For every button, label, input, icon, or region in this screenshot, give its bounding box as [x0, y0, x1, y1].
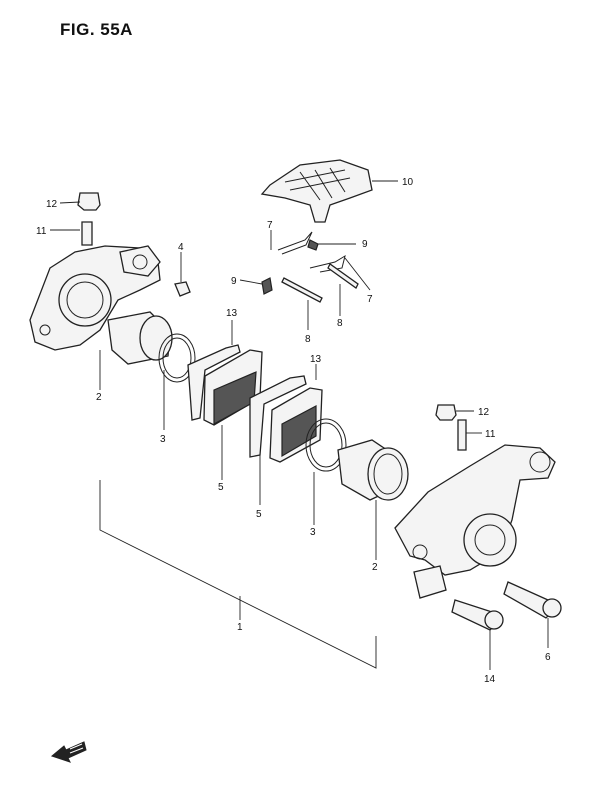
callout-6: 6 — [545, 652, 551, 663]
callout-9-right: 9 — [362, 239, 368, 250]
left-piston-and-seal — [107, 311, 196, 383]
leader-lines — [50, 180, 549, 670]
callout-14: 14 — [484, 674, 496, 685]
callout-5-left: 5 — [218, 482, 224, 493]
pad-spring-part — [260, 159, 373, 223]
callout-8-left: 8 — [305, 334, 311, 345]
right-seal-and-piston — [305, 418, 409, 501]
callout-7-top: 7 — [267, 220, 273, 231]
callout-2-right: 2 — [372, 562, 378, 573]
callout-13-left: 13 — [226, 308, 238, 319]
left-caliper-body — [29, 192, 191, 351]
callout-11-right: 11 — [485, 429, 496, 440]
callout-9-left: 9 — [231, 276, 237, 287]
right-caliper-body — [394, 404, 562, 631]
brake-pads-and-shims — [187, 344, 323, 463]
callout-4: 4 — [178, 242, 184, 253]
callout-2-left: 2 — [96, 392, 102, 403]
callout-13-right: 13 — [310, 354, 322, 365]
callout-11-left: 11 — [36, 226, 47, 237]
pin-and-clip-parts — [261, 231, 359, 303]
callout-labels: 10 12 11 4 7 9 9 8 8 7 13 13 2 3 5 5 3 2… — [36, 177, 551, 685]
callout-7-right: 7 — [367, 294, 373, 305]
callout-5-right: 5 — [256, 509, 262, 520]
callout-1: 1 — [237, 622, 243, 633]
front-direction-arrow-icon — [50, 741, 87, 763]
callout-12-right: 12 — [478, 407, 490, 418]
callout-8-right: 8 — [337, 318, 343, 329]
callout-3-left: 3 — [160, 434, 166, 445]
callout-12-left: 12 — [46, 199, 58, 210]
figure-title: FIG. 55A — [60, 20, 133, 39]
callout-3-right: 3 — [310, 527, 316, 538]
callout-10: 10 — [402, 177, 414, 188]
